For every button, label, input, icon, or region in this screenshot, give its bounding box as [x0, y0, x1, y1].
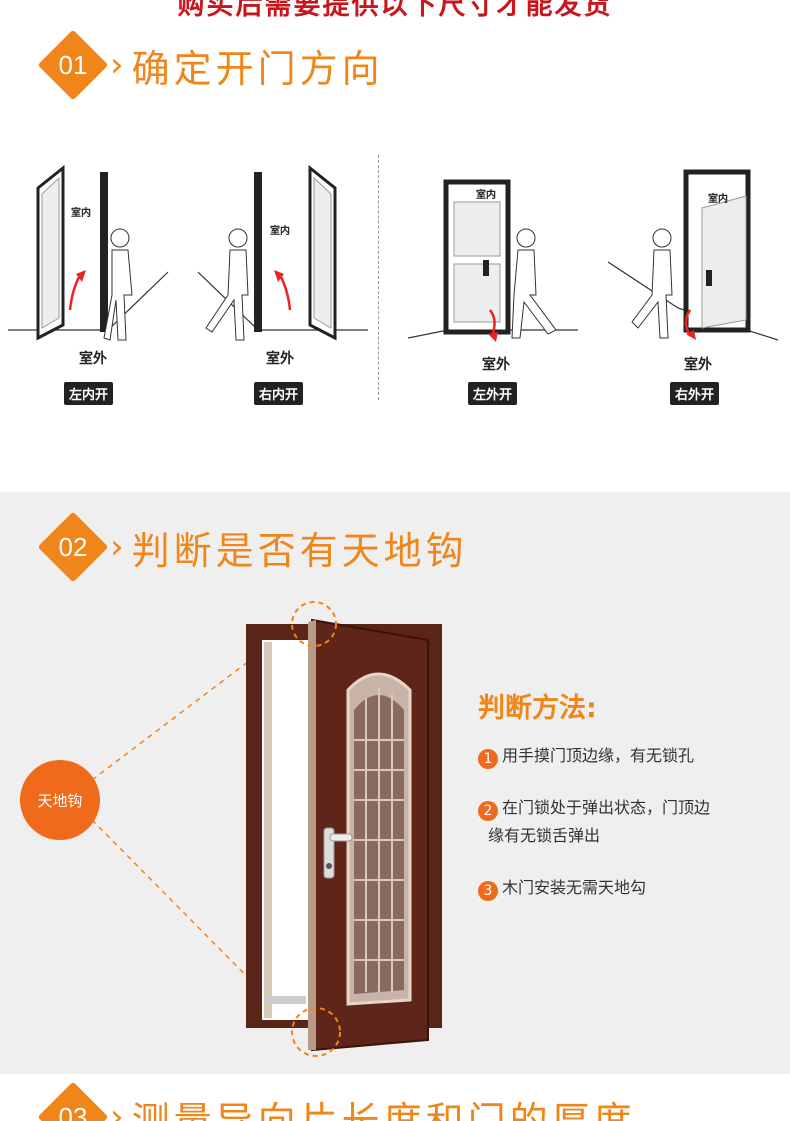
section-number: 03	[58, 1101, 88, 1121]
section-title: 确定开门方向	[131, 46, 384, 91]
step-text-continued: 缘有无锁舌弹出	[488, 826, 601, 845]
door-type-tag: 左外开	[468, 382, 518, 405]
door-diagram-right-outward: 室内 室外 右外开	[608, 160, 778, 410]
door-diagram-left-inward: 室内 室外 左内开	[8, 160, 178, 410]
step-number-icon: 3	[478, 881, 498, 901]
chevron-right-icon: ›	[110, 45, 124, 85]
section-3-strip: 03 › 测量导向片长度和门的厚度	[0, 1074, 790, 1121]
label-outside: 室外	[266, 351, 294, 367]
step-text: 在门锁处于弹出状态，门顶边	[502, 798, 711, 817]
section-number: 02	[58, 531, 88, 562]
divider	[378, 155, 379, 400]
section-number: 01	[58, 49, 88, 80]
label-outside: 室外	[684, 357, 712, 373]
door-type-tag: 右内开	[254, 382, 304, 405]
method-title: 判断方法:	[478, 693, 597, 724]
label-outside: 室外	[79, 351, 107, 367]
diamond-badge-icon: 02	[38, 512, 108, 582]
label-inside: 室内	[270, 226, 290, 237]
door-illustration	[91, 601, 442, 1057]
section-2-header: 02 › 判断是否有天地钩	[38, 512, 468, 582]
section-1-header: 01 › 确定开门方向	[38, 30, 384, 100]
chevron-right-icon: ›	[110, 1097, 124, 1121]
step-number-icon: 1	[478, 749, 498, 769]
banner-text: 购买后需要提供以下尺寸才能发货	[177, 0, 613, 21]
section-3-header: 03 › 测量导向片长度和门的厚度	[38, 1082, 636, 1121]
chevron-right-icon: ›	[110, 527, 124, 567]
door-diagram-right-inward: 室内 室外 右内开	[198, 160, 368, 410]
callout-bubble: 天地钩	[20, 760, 100, 840]
step-number-icon: 2	[478, 801, 498, 821]
door-type-tag: 左内开	[64, 382, 114, 405]
diamond-badge-icon: 03	[38, 1082, 108, 1121]
door-diagram-left-outward: 室内 室外 左外开	[408, 160, 578, 410]
step-text: 用手摸门顶边缘，有无锁孔	[502, 746, 695, 765]
label-inside: 室内	[476, 190, 496, 201]
label-inside: 室内	[71, 208, 91, 219]
label-inside: 室内	[708, 194, 728, 205]
door-type-tag: 右外开	[670, 382, 720, 405]
label-outside: 室外	[482, 357, 510, 373]
step-text: 木门安装无需天地勾	[502, 878, 647, 897]
section-title: 判断是否有天地钩	[131, 528, 468, 573]
section-title: 测量导向片长度和门的厚度	[131, 1098, 636, 1121]
diamond-badge-icon: 01	[38, 30, 108, 100]
